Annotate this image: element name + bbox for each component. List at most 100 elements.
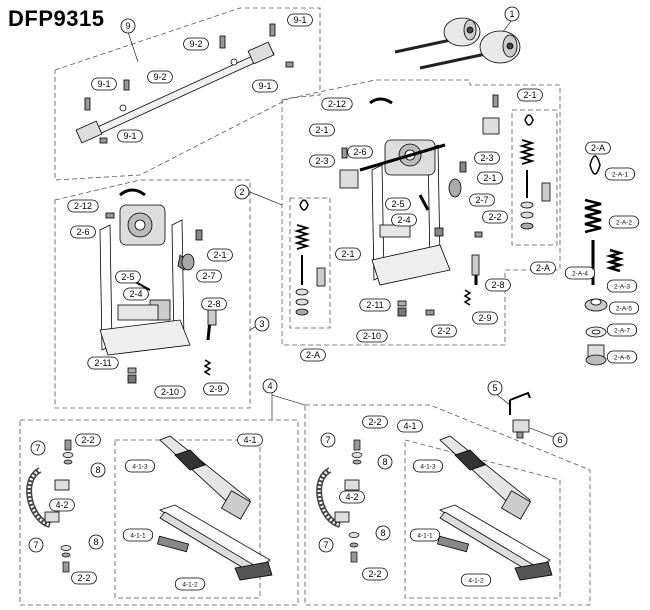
callout-text-c9_2a: 9-2 xyxy=(189,39,202,49)
callout-c4_1a: 4-1 xyxy=(237,433,263,447)
callout-text-c4_1b: 4-1 xyxy=(403,421,416,431)
callout-c2_7b: 2-7 xyxy=(196,269,222,283)
callout-text-c2_1e: 2-1 xyxy=(213,250,226,260)
callout-text-c9_1d: 9-1 xyxy=(123,131,136,141)
callout-c7a: 7 xyxy=(30,440,46,456)
callout-c4_1_2b: 4-1-2 xyxy=(460,573,492,587)
callout-text-c2_12b: 2-12 xyxy=(74,201,92,211)
left-pedal-frame xyxy=(99,188,217,384)
callout-c2_Aa: 2-A xyxy=(530,261,556,275)
callout-c8b: 8 xyxy=(88,534,104,550)
callout-c2_7a: 2-7 xyxy=(469,193,495,207)
callout-text-c4_1_1a: 4-1-1 xyxy=(130,532,146,539)
callout-text-c2_8a: 2-8 xyxy=(491,280,504,290)
callout-text-c7c: 7 xyxy=(325,435,330,445)
callout-c4_1b: 4-1 xyxy=(397,419,423,433)
callout-text-c2_5b: 2-5 xyxy=(121,272,134,282)
callout-c2_10b: 2-10 xyxy=(154,385,186,399)
callout-c2A6: 2-A-6 xyxy=(606,350,638,364)
callout-text-c2_1b: 2-1 xyxy=(315,125,328,135)
beater-assembly xyxy=(394,17,521,70)
callout-c4_1_3a: 4-1-3 xyxy=(124,459,156,473)
callout-c2_5a: 2-5 xyxy=(385,197,411,211)
callout-c2_1e: 2-1 xyxy=(207,248,233,262)
callout-text-c2_5a: 2-5 xyxy=(391,199,404,209)
callout-c8a: 8 xyxy=(90,462,106,478)
callout-c4_1_1a: 4-1-1 xyxy=(122,528,154,542)
group4-fasteners xyxy=(60,439,363,573)
callout-c4: 4 xyxy=(262,378,278,394)
callout-c2: 2 xyxy=(234,184,250,200)
boundary-group-2 xyxy=(281,79,561,346)
callout-text-c4_1_2b: 4-1-2 xyxy=(468,577,484,584)
callout-c2_2e: 2-2 xyxy=(362,415,388,429)
callout-c2_12b: 2-12 xyxy=(67,199,99,213)
callout-text-c2_8b: 2-8 xyxy=(207,299,220,309)
callout-c2A4: 2-A-4 xyxy=(564,266,596,280)
spring-assembly-right xyxy=(518,114,551,230)
callout-text-c2A4: 2-A-4 xyxy=(572,270,588,277)
callout-text-c4_1_2a: 4-1-2 xyxy=(182,581,198,588)
callout-c7d: 7 xyxy=(318,537,334,553)
callout-c2A5: 2-A-5 xyxy=(608,301,640,315)
callout-c4_1_2a: 4-1-2 xyxy=(174,577,206,591)
callout-c2_2d: 2-2 xyxy=(71,571,97,585)
footboard-left xyxy=(156,435,273,581)
right-pedal-frame xyxy=(339,94,500,317)
callout-c4_2a: 4-2 xyxy=(49,498,75,512)
callout-text-c8d: 8 xyxy=(380,528,385,538)
drive-chain-right xyxy=(316,467,360,528)
callout-text-c2_11b: 2-11 xyxy=(94,358,111,368)
callout-text-c2A6: 2-A-6 xyxy=(614,354,630,361)
callout-c4_1_3b: 4-1-3 xyxy=(412,459,444,473)
callout-text-c2_Aa: 2-A xyxy=(536,263,550,273)
callout-c2_2a: 2-2 xyxy=(482,210,508,224)
callout-text-c8c: 8 xyxy=(382,457,387,467)
diagram-title: DFP9315 xyxy=(8,6,105,31)
callout-c2_1d: 2-1 xyxy=(335,247,361,261)
callout-c3: 3 xyxy=(254,316,270,332)
callout-c2A2: 2-A-2 xyxy=(608,215,640,229)
callout-text-c2_11a: 2-11 xyxy=(366,300,383,310)
callout-text-c4_1_3a: 4-1-3 xyxy=(132,463,148,470)
callout-text-c2_Ab: 2-A xyxy=(306,350,320,360)
callout-text-c2_2c: 2-2 xyxy=(81,435,94,445)
callout-text-c6: 6 xyxy=(557,435,562,445)
callout-text-c9_1a: 9-1 xyxy=(293,15,306,25)
callout-text-c5: 5 xyxy=(492,383,497,393)
footboard-right xyxy=(436,435,553,581)
callout-c9_1d: 9-1 xyxy=(117,129,143,143)
boundary-2A-right xyxy=(511,109,558,246)
boundary-group-4-left xyxy=(19,419,299,606)
callout-c9_2a: 9-2 xyxy=(183,37,209,51)
callout-c2_5b: 2-5 xyxy=(115,270,141,284)
callout-text-c4_1a: 4-1 xyxy=(243,435,256,445)
callout-c2_1b: 2-1 xyxy=(309,123,335,137)
drive-shaft xyxy=(75,23,294,144)
callout-c2_1c: 2-1 xyxy=(477,171,503,185)
callout-text-c9_2b: 9-2 xyxy=(153,72,166,82)
callout-text-c2_2e: 2-2 xyxy=(368,417,381,427)
callout-text-c2_12a: 2-12 xyxy=(328,99,346,109)
callout-c6: 6 xyxy=(552,432,568,448)
callout-text-c2: 2 xyxy=(239,187,244,197)
callout-text-c8b: 8 xyxy=(93,537,98,547)
callout-c2_10a: 2-10 xyxy=(356,329,388,343)
callout-text-c9_1b: 9-1 xyxy=(97,79,110,89)
callout-c4_1_1b: 4-1-1 xyxy=(409,528,441,542)
callout-text-c2_4b: 2-4 xyxy=(129,289,142,299)
callout-text-c2_9a: 2-9 xyxy=(478,313,491,323)
callout-text-c2A1: 2-A-1 xyxy=(612,171,628,178)
callout-c2_11a: 2-11 xyxy=(359,298,391,312)
callout-c2_Ac: 2-A xyxy=(585,141,611,155)
callout-text-c2_7b: 2-7 xyxy=(202,271,215,281)
drive-chain-left xyxy=(26,467,70,528)
callout-c2_3a: 2-3 xyxy=(309,154,335,168)
callout-text-c2_1d: 2-1 xyxy=(341,249,354,259)
callout-text-c2_2a: 2-2 xyxy=(488,212,501,222)
group-boundaries xyxy=(19,7,591,606)
callout-c2_4a: 2-4 xyxy=(391,213,417,227)
callout-c7c: 7 xyxy=(320,432,336,448)
